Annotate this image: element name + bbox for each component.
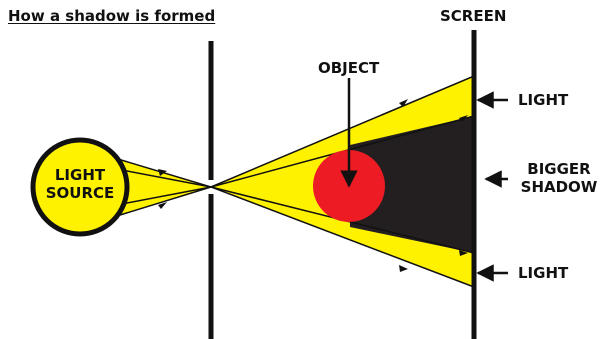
diagram-title: How a shadow is formed — [8, 7, 216, 25]
screen-label: SCREEN — [440, 7, 507, 25]
bigger-shadow-line2: SHADOW — [520, 178, 598, 196]
bigger-shadow-label: BIGGER SHADOW — [511, 160, 607, 196]
light-source-line1: LIGHT — [54, 166, 106, 184]
ray-arrowhead — [399, 265, 408, 272]
bigger-shadow-line1: BIGGER — [527, 160, 591, 178]
ray-arrowhead — [459, 250, 468, 256]
ray-arrowhead — [158, 202, 167, 209]
light-top-label: LIGHT — [518, 91, 569, 109]
light-source-label: LIGHT SOURCE — [30, 166, 130, 202]
ray-arrowhead — [399, 99, 408, 107]
light-source-circle — [30, 137, 130, 237]
ray-arrowhead — [459, 115, 468, 122]
object-label: OBJECT — [318, 59, 380, 77]
light-bottom-label: LIGHT — [518, 264, 569, 282]
light-source-line2: SOURCE — [45, 184, 115, 202]
ray-arrowhead — [158, 169, 167, 176]
shadow-region — [350, 116, 474, 253]
